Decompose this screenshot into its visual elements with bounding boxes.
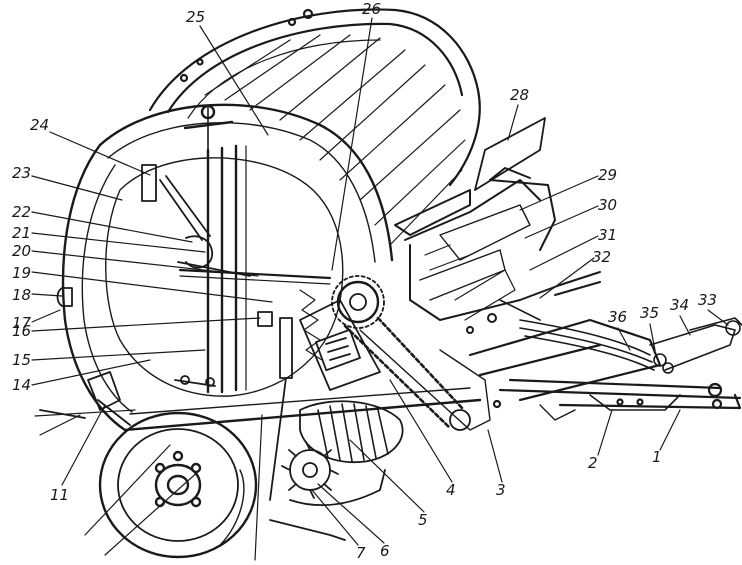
leader-line-17 (31, 309, 61, 323)
leader-line-26 (331, 17, 373, 271)
callout-14: 14 (12, 376, 31, 394)
leader-line-20 (31, 250, 259, 277)
callout-7: 7 (356, 544, 366, 562)
leader-line-36 (617, 327, 631, 351)
callout-29: 29 (598, 166, 617, 184)
callout-3: 3 (496, 481, 506, 499)
leader-line-extra (104, 469, 201, 556)
leader-line-33 (707, 309, 729, 326)
leader-line-31 (529, 235, 599, 271)
callout-22: 22 (12, 203, 31, 221)
callout-26: 26 (362, 0, 381, 18)
callout-35: 35 (640, 304, 659, 322)
wheel (98, 411, 258, 559)
callout-17: 17 (12, 314, 32, 332)
callout-21: 21 (12, 224, 31, 242)
leader-line-7 (311, 489, 359, 546)
leader-line-25 (199, 25, 269, 136)
leader-line-19 (31, 271, 273, 303)
callout-5: 5 (418, 511, 428, 529)
leader-line-11 (61, 404, 106, 486)
callout-24: 24 (30, 116, 49, 134)
leader-line-35 (649, 323, 656, 351)
callout-18: 18 (12, 286, 31, 304)
side-wall (61, 103, 482, 432)
callout-20: 20 (12, 242, 31, 260)
leader-line-34 (679, 315, 691, 336)
leader-line-1 (659, 409, 681, 451)
callout-33: 33 (698, 291, 717, 309)
callout-28: 28 (510, 86, 529, 104)
leader-line-5 (349, 439, 425, 513)
leader-line-3 (487, 429, 503, 483)
callout-32: 32 (592, 248, 611, 266)
leader-line-extra (84, 444, 171, 536)
leader-line-6 (317, 483, 385, 544)
leader-line-28 (507, 104, 519, 141)
leader-line-extra (39, 414, 81, 436)
callout-11: 11 (50, 486, 69, 504)
leader-line-32 (539, 257, 595, 299)
callout-30: 30 (598, 196, 617, 214)
callout-2: 2 (588, 454, 598, 472)
hydraulic-hoses (499, 299, 742, 374)
callout-36: 36 (608, 308, 627, 326)
callout-1: 1 (652, 448, 662, 466)
leader-line-14 (31, 359, 151, 386)
callout-34: 34 (670, 296, 689, 314)
leader-line-4 (389, 379, 453, 483)
leader-line-30 (524, 205, 599, 239)
leader-line-2 (597, 409, 613, 456)
leader-line-extra (254, 414, 263, 561)
leader-line-22 (31, 211, 193, 243)
callout-6: 6 (380, 542, 390, 560)
callout-25: 25 (186, 8, 205, 26)
leader-line-18 (31, 293, 63, 297)
leader-line-extra (34, 409, 136, 417)
side-cylinders (141, 164, 332, 501)
drawbar (468, 318, 742, 421)
callout-19: 19 (12, 264, 31, 282)
leader-lines (31, 17, 729, 561)
leader-line-29 (519, 175, 599, 211)
leader-line-23 (31, 175, 123, 201)
leader-line-16 (31, 317, 261, 332)
callout-4: 4 (446, 481, 456, 499)
leader-line-24 (49, 131, 151, 176)
callout-15: 15 (12, 351, 31, 369)
callout-31: 31 (598, 226, 617, 244)
rear-drum (148, 8, 481, 246)
leader-line-15 (31, 349, 206, 361)
callout-16: 16 (12, 322, 31, 340)
leader-line-21 (31, 232, 206, 253)
pickup-feeder (394, 117, 601, 334)
callout-23: 23 (12, 164, 31, 182)
chain-drive (299, 275, 491, 431)
